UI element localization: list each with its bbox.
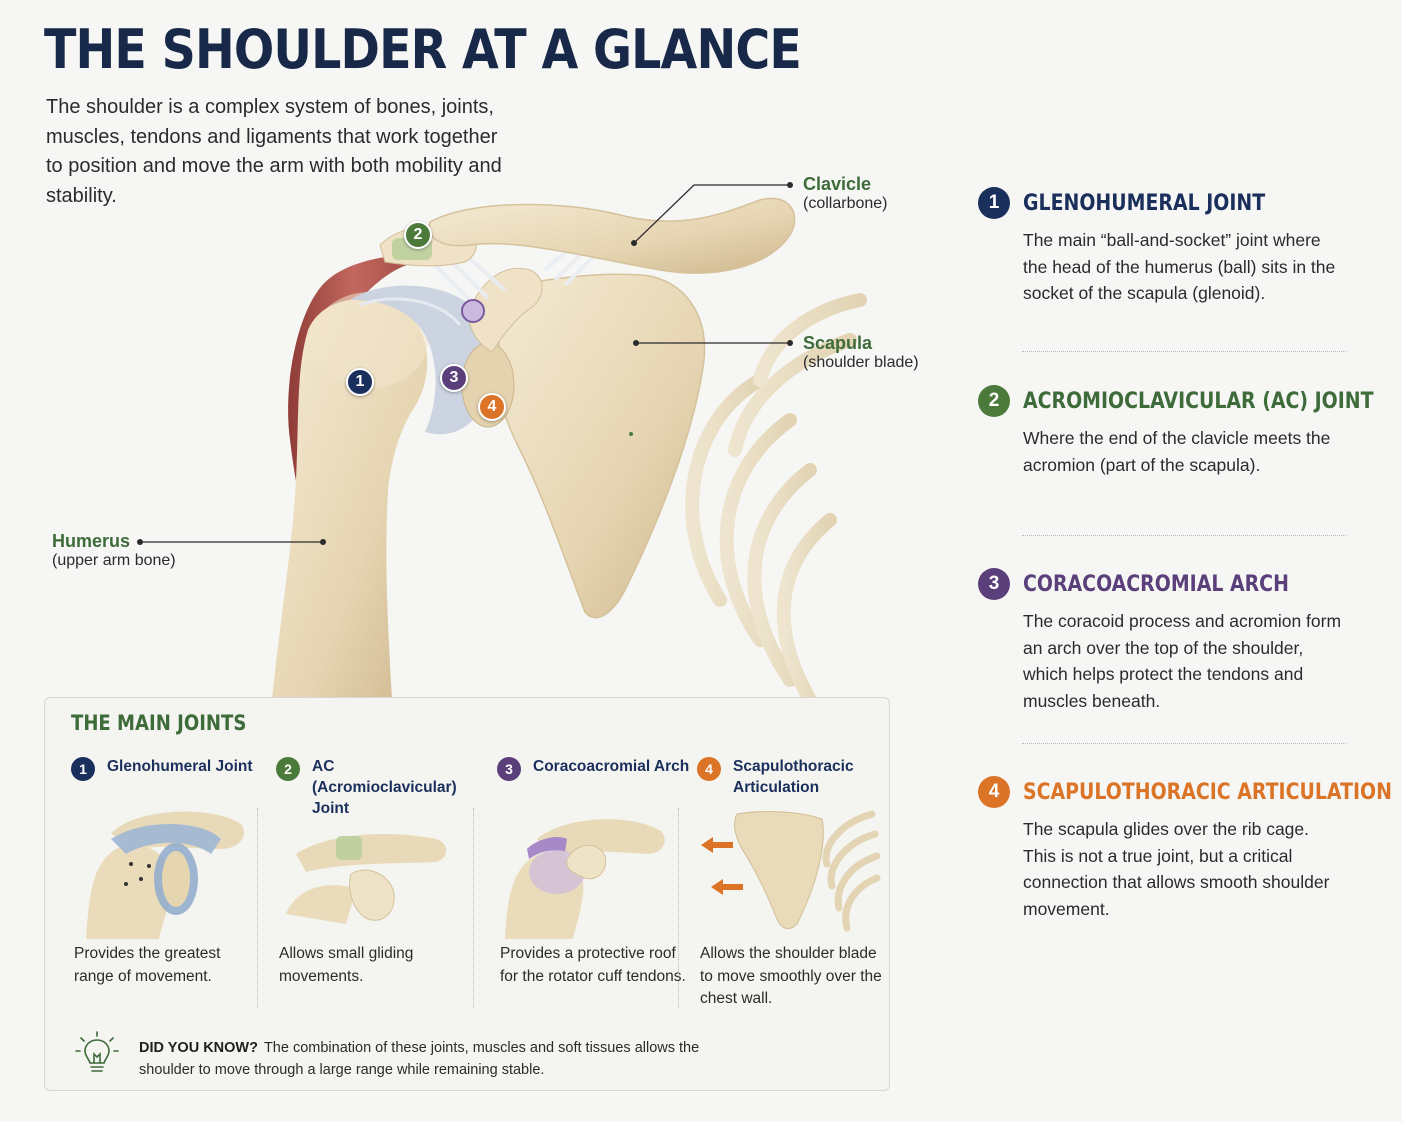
column-separator — [473, 808, 474, 1008]
joint-description: The scapula glides over the rib cage. Th… — [1023, 819, 1330, 919]
marker-4: 4 — [478, 393, 506, 421]
panel-item-title: Coracoacromial Arch — [533, 758, 690, 775]
joint-number-badge: 3 — [978, 568, 1010, 600]
marker-3: 3 — [440, 364, 468, 392]
panel-number-badge: 2 — [276, 757, 300, 781]
panel-item-desc: Allows the shoulder blade to move smooth… — [700, 945, 882, 1007]
panel-item-desc: Provides a protective roof for the rotat… — [500, 945, 686, 985]
marker-1: 1 — [346, 368, 374, 396]
page-title: THE SHOULDER AT A GLANCE — [44, 18, 802, 81]
joint-item-glenohumeral: 1 GLENOHUMERAL JOINT The main “ball-and-… — [978, 187, 1378, 307]
scapula-label: Scapula — [803, 333, 873, 353]
panel-item-title: Scapulothoracic Articulation — [733, 758, 854, 796]
scapulothoracic-thumbnail — [701, 810, 881, 932]
lightbulb-icon — [75, 1031, 119, 1072]
did-you-know-label: DID YOU KNOW? — [139, 1040, 258, 1056]
panel-item-desc: Provides the greatest range of movement. — [74, 945, 221, 985]
joint-description: The coracoid process and acromion form a… — [1023, 611, 1342, 711]
humerus-label: Humerus — [52, 531, 131, 551]
joint-number-badge: 1 — [978, 187, 1010, 219]
clavicle-sub: (collarbone) — [803, 195, 888, 212]
panel-item-title: AC (Acromioclavicular) Joint — [312, 758, 457, 817]
panel-item-desc: Allows small gliding movements. — [279, 945, 414, 985]
humerus-callout: Humerus (upper arm bone) — [52, 531, 176, 570]
joint-description: The main “ball-and-socket” joint where t… — [1023, 230, 1336, 303]
column-separator — [678, 808, 679, 1008]
joint-title: GLENOHUMERAL JOINT — [1023, 190, 1266, 216]
joint-description: Where the end of the clavicle meets the … — [1023, 428, 1331, 475]
joint-title: CORACOACROMIAL ARCH — [1023, 571, 1289, 597]
joint-capsule — [350, 285, 490, 435]
panel-item-ac: 2 AC (Acromioclavicular) Joint Allows sm… — [276, 756, 476, 985]
clavicle-bone — [428, 197, 796, 274]
panel-item-coracoacromial: 3 Coracoacromial Arch Provides a protect… — [497, 756, 697, 985]
divider — [1022, 743, 1346, 744]
rib-cage — [685, 293, 867, 700]
scapula-sub: (shoulder blade) — [803, 354, 919, 371]
joint-item-coracoacromial: 3 CORACOACROMIAL ARCH The coracoid proce… — [978, 568, 1378, 714]
coracoacromial-thumbnail — [505, 819, 665, 939]
glenohumeral-thumbnail — [86, 811, 245, 939]
column-separator — [257, 808, 258, 1008]
panel-number-badge: 4 — [697, 757, 721, 781]
clavicle-label: Clavicle — [803, 174, 872, 194]
panel-title: THE MAIN JOINTS — [71, 711, 247, 735]
clavicle-callout: Clavicle (collarbone) — [803, 174, 887, 213]
joint-title: ACROMIOCLAVICULAR (AC) JOINT — [1023, 388, 1374, 414]
joint-title: SCAPULOTHORACIC ARTICULATION — [1023, 779, 1392, 805]
did-you-know-note: DID YOU KNOW?The combination of these jo… — [139, 1037, 739, 1081]
intro-text: The shoulder is a complex system of bone… — [46, 96, 502, 207]
panel-item-title: Glenohumeral Joint — [107, 758, 253, 775]
humerus-bone — [272, 299, 428, 700]
divider — [1022, 351, 1346, 352]
did-you-know-text: The combination of these joints, muscles… — [139, 1040, 700, 1078]
joint-number-badge: 4 — [978, 776, 1010, 808]
panel-item-scapulothoracic: 4 Scapulothoracic Articulation Allows th… — [697, 756, 897, 1007]
scapula-callout: Scapula (shoulder blade) — [803, 333, 919, 372]
scapula-bone — [490, 273, 706, 619]
ac-joint-thumbnail — [286, 834, 447, 924]
joint-item-scapulothoracic: 4 SCAPULOTHORACIC ARTICULATION The scapu… — [978, 776, 1392, 922]
marker-2: 2 — [404, 221, 432, 249]
panel-number-badge: 3 — [497, 757, 521, 781]
joint-number-badge: 2 — [978, 385, 1010, 417]
arrow-left-icon — [711, 879, 723, 895]
arrow-left-icon — [701, 837, 713, 853]
panel-number-badge: 1 — [71, 757, 95, 781]
divider — [1022, 535, 1346, 536]
main-joints-panel: THE MAIN JOINTS 1 Glenohumeral Joint Pro… — [44, 697, 890, 1091]
callout-lines — [140, 184, 790, 543]
joint-item-ac: 2 ACROMIOCLAVICULAR (AC) JOINT Where the… — [978, 385, 1378, 478]
humerus-sub: (upper arm bone) — [52, 552, 176, 569]
panel-item-glenohumeral: 1 Glenohumeral Joint Provides the greate… — [71, 756, 271, 985]
